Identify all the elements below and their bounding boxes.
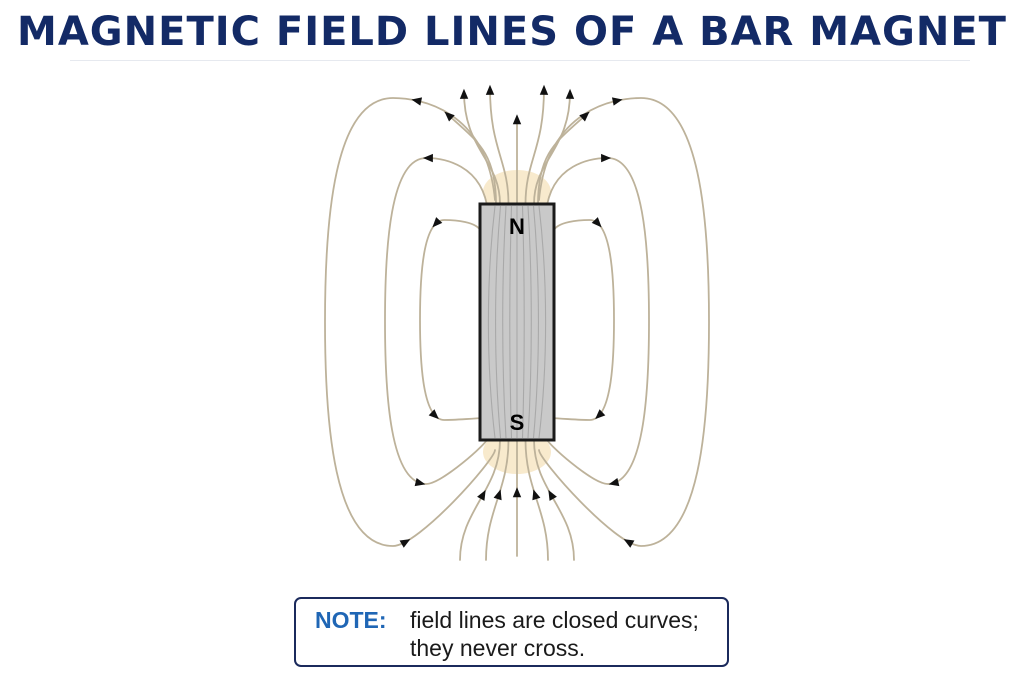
title-divider xyxy=(70,60,970,61)
arrow-top-outer-1 xyxy=(444,111,455,122)
arrow-loop-right-top-2 xyxy=(601,153,612,163)
inner-line-1 xyxy=(487,205,496,439)
field-loop-right-1 xyxy=(552,219,615,421)
arrow-bottom-3 xyxy=(512,487,522,498)
arrow-bottom-5 xyxy=(548,490,557,501)
arrow-loop-left-top-1 xyxy=(432,217,443,228)
arrow-loop-right-bottom-3 xyxy=(623,539,635,548)
field-lines xyxy=(324,87,710,561)
note-text-line-2: they never cross. xyxy=(410,635,586,661)
arrow-loop-left-bottom-3 xyxy=(399,539,411,548)
inner-line-4 xyxy=(509,205,513,439)
arrow-loop-right-top-3 xyxy=(611,97,623,106)
north-pole-label: N xyxy=(509,214,525,239)
field-loop-left-2 xyxy=(384,157,489,485)
inner-line-8 xyxy=(532,205,539,439)
note-label: NOTE: xyxy=(315,607,387,633)
arrow-loop-right-top-1 xyxy=(591,217,602,228)
field-line-top-4 xyxy=(524,87,545,205)
bar-magnet: N S xyxy=(478,202,556,442)
arrow-top-3 xyxy=(512,114,522,125)
arrow-bottom-2 xyxy=(493,489,502,501)
arrow-bottom-4 xyxy=(532,489,541,501)
arrow-loop-left-bottom-1 xyxy=(428,409,439,420)
field-line-bottom-1 xyxy=(459,439,501,561)
arrow-top-5 xyxy=(565,88,575,99)
arrow-top-2 xyxy=(485,84,495,95)
field-line-bottom-5 xyxy=(533,439,575,561)
field-line-bottom-4 xyxy=(524,439,549,561)
inner-line-6 xyxy=(521,205,525,439)
page-title: MAGNETIC FIELD LINES OF A BAR MAGNET xyxy=(17,9,1007,55)
field-arrows xyxy=(399,84,635,548)
arrow-loop-left-top-2 xyxy=(422,153,433,163)
arrow-loop-left-bottom-2 xyxy=(414,477,426,487)
inner-line-9 xyxy=(538,205,547,439)
arrow-top-outer-2 xyxy=(579,111,590,122)
inner-line-7 xyxy=(527,205,532,439)
field-line-bottom-2 xyxy=(485,439,510,561)
field-line-top-5 xyxy=(533,91,571,205)
arrow-loop-right-bottom-2 xyxy=(608,477,620,487)
field-line-top-outer-1 xyxy=(444,111,497,205)
note-box: NOTE: field lines are closed curves; the… xyxy=(294,597,729,667)
field-loop-right-2 xyxy=(545,157,650,485)
magnet-inner-lines xyxy=(487,205,547,439)
field-line-top-2 xyxy=(489,87,510,205)
arrow-top-1 xyxy=(459,88,469,99)
arrow-bottom-1 xyxy=(477,490,486,501)
field-line-top-1 xyxy=(463,91,501,205)
field-loop-left-1 xyxy=(419,219,482,421)
arrow-top-4 xyxy=(539,84,549,95)
south-pole-label: S xyxy=(510,410,525,435)
inner-line-3 xyxy=(502,205,507,439)
note-text-line-1: field lines are closed curves; xyxy=(410,607,699,633)
inner-line-2 xyxy=(495,205,502,439)
field-line-top-outer-2 xyxy=(537,111,590,205)
arrow-loop-left-top-3 xyxy=(411,97,423,106)
arrow-loop-right-bottom-1 xyxy=(595,409,606,420)
